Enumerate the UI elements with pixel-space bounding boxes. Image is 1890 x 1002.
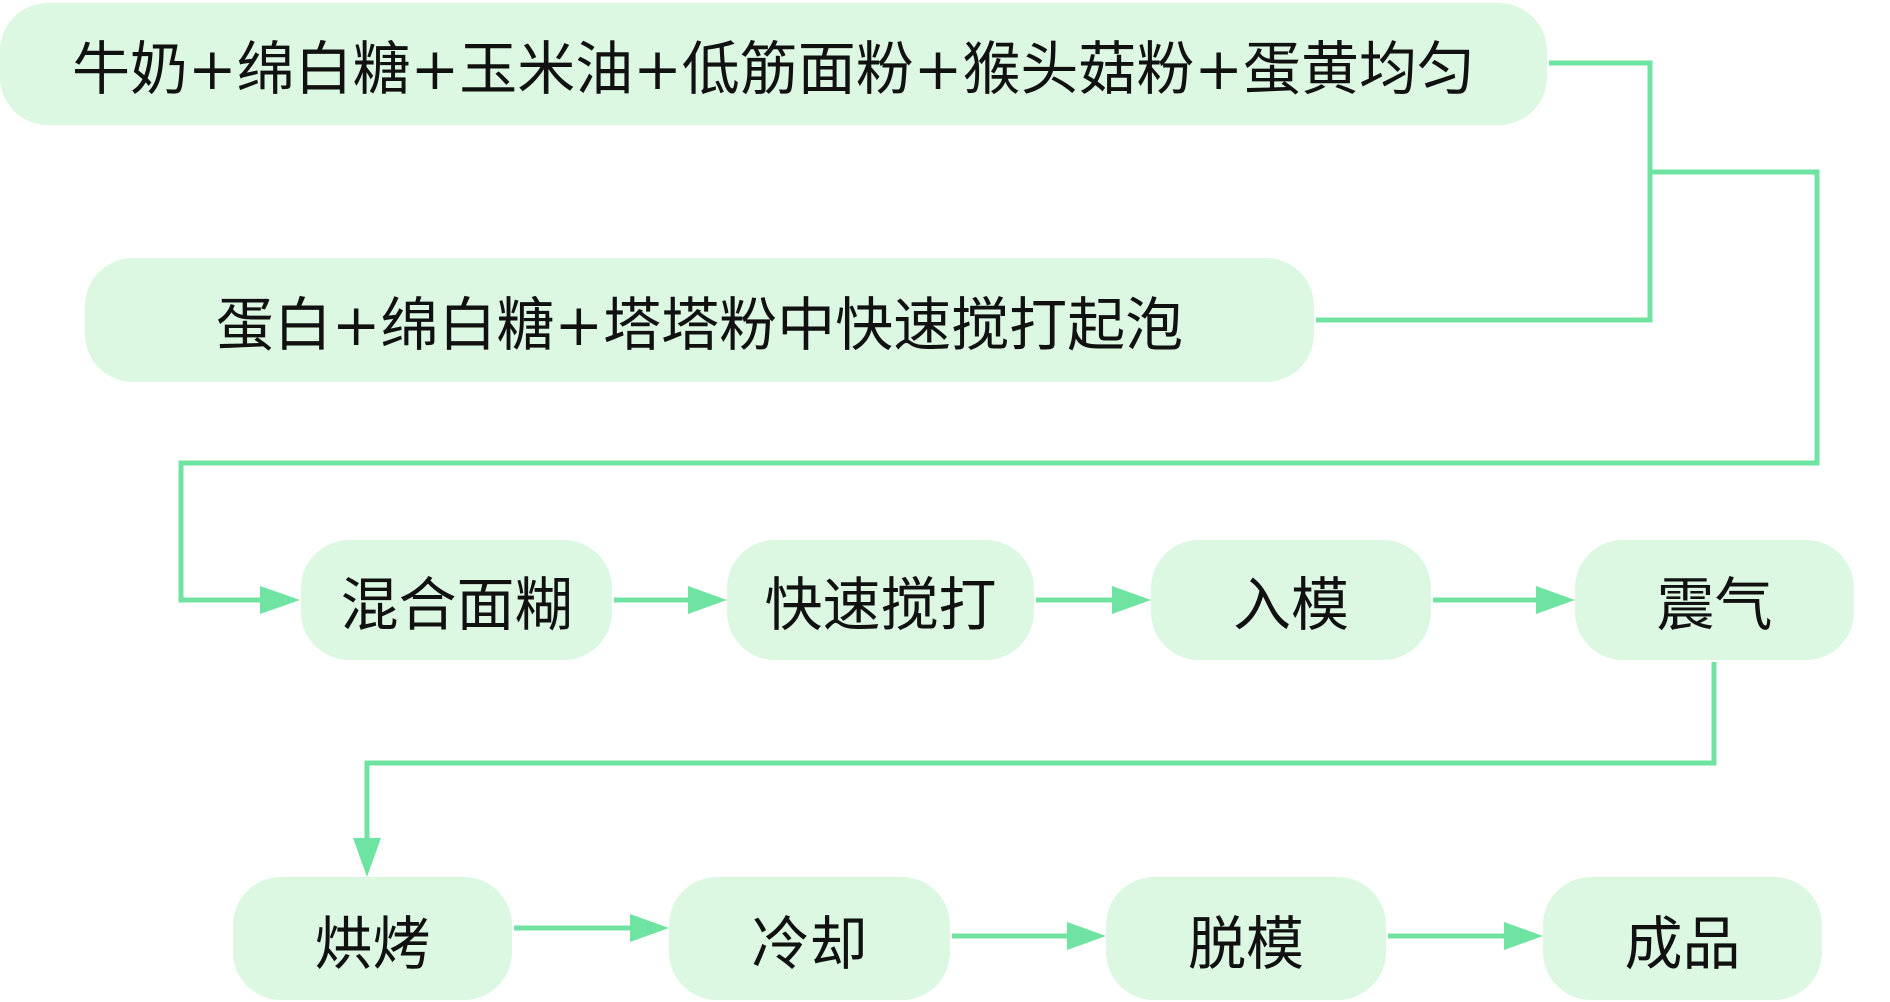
- step-whip: 快速搅打: [727, 540, 1034, 660]
- step-input-2: 蛋白+绵白糖+塔塔粉中快速搅打起泡: [85, 258, 1314, 382]
- step-mold: 入模: [1151, 540, 1431, 660]
- step-mix-batter: 混合面糊: [301, 540, 612, 660]
- arrowhead: [1112, 586, 1151, 614]
- step-bake: 烘烤: [233, 877, 512, 1000]
- arrowhead: [688, 586, 727, 614]
- connector-input1: [1316, 60, 1653, 323]
- arrowhead: [1067, 922, 1106, 950]
- arrowhead: [353, 838, 381, 877]
- step-finished: 成品: [1543, 877, 1822, 1000]
- step-degas: 震气: [1575, 540, 1854, 660]
- step-input-1: 牛奶+绵白糖+玉米油+低筋面粉+猴头菇粉+蛋黄均匀: [0, 3, 1547, 125]
- connector-row-wrap: [364, 662, 1717, 840]
- step-cool: 冷却: [669, 877, 950, 1000]
- arrowhead: [1504, 922, 1543, 950]
- arrowhead: [1536, 586, 1575, 614]
- arrowhead: [260, 586, 300, 614]
- arrowhead: [630, 914, 669, 942]
- step-demold: 脱模: [1106, 877, 1386, 1000]
- connector-merge: [178, 169, 1820, 603]
